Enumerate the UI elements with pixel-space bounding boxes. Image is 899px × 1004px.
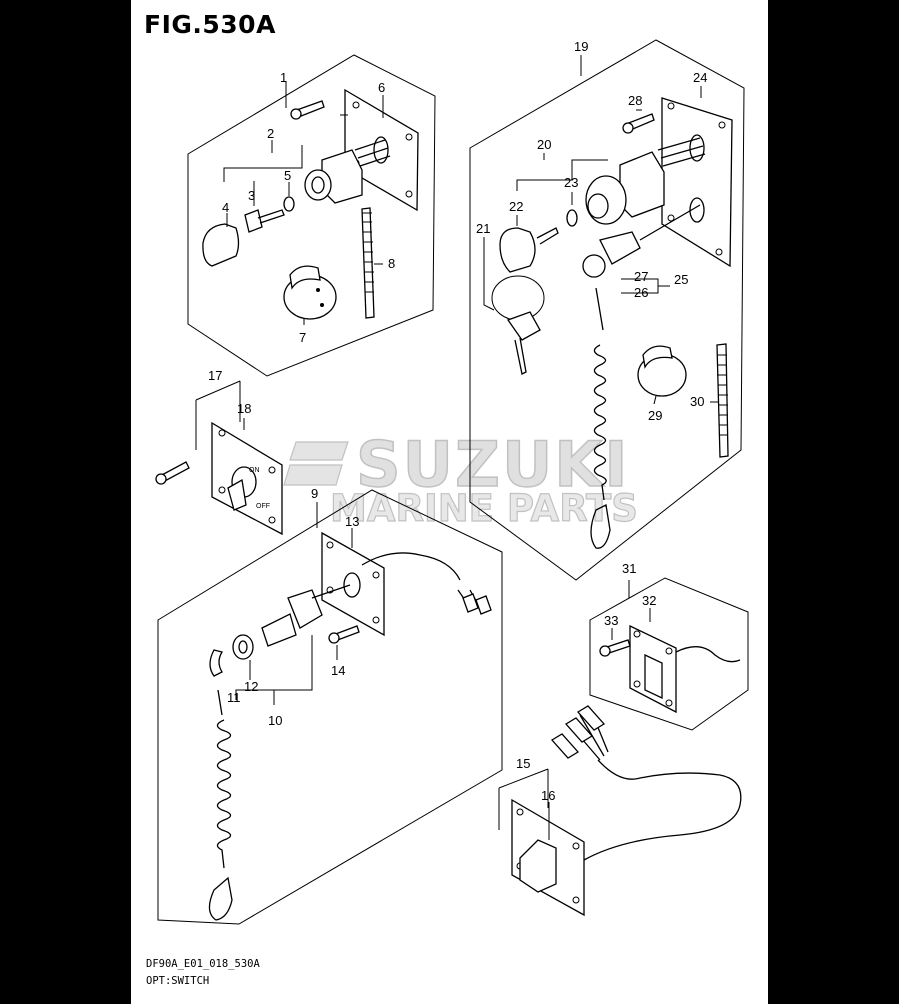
- callout-14: 14: [331, 663, 345, 678]
- switch-on-mark: ON: [249, 467, 260, 474]
- callout-4: 4: [222, 200, 229, 215]
- key-3: [244, 209, 285, 233]
- connector-plugs-f: [550, 705, 606, 759]
- key-cover-4: [202, 223, 240, 267]
- watermark: SUZUKI MARINE PARTS: [283, 427, 639, 531]
- callout-32: 32: [642, 593, 656, 608]
- callout-2: 2: [267, 126, 274, 141]
- group-ignition-switch-set-a: [187, 54, 436, 377]
- watermark-line2: MARINE PARTS: [330, 487, 638, 530]
- ignition-switch-body-b: [619, 151, 665, 218]
- group-ignition-switch-set-b: [469, 39, 745, 581]
- callout-25: 25: [674, 272, 688, 287]
- group-switch-31: [589, 577, 749, 731]
- stop-switch-body-d: [287, 589, 323, 629]
- callout-22: 22: [509, 199, 523, 214]
- callout-33: 33: [604, 613, 618, 628]
- callout-31: 31: [622, 561, 636, 576]
- callout-15: 15: [516, 756, 530, 771]
- group-b-frame: [469, 39, 745, 581]
- mounting-plate-24: [661, 97, 733, 268]
- group-e-frame: [589, 577, 749, 731]
- stop-switch: [599, 231, 641, 265]
- callout-11: 11: [227, 690, 241, 705]
- group-a-frame: [187, 54, 436, 377]
- tie-band-8: [361, 207, 375, 319]
- lanyard-coil-b: [593, 287, 607, 501]
- callout-24: 24: [693, 70, 707, 85]
- nut-5: [283, 196, 295, 212]
- watermark-logo-icon: [283, 441, 349, 486]
- callout-10: 10: [268, 713, 282, 728]
- callout-6: 6: [378, 80, 385, 95]
- key-21: [506, 311, 541, 375]
- callout-12: 12: [244, 679, 258, 694]
- callout-labels: 1 2 3 4 5 6 7 8 9 10 11 12 13 14 15 16 1…: [208, 39, 707, 803]
- callout-27: 27: [634, 269, 648, 284]
- callout-19: 19: [574, 39, 588, 54]
- callout-30: 30: [690, 394, 704, 409]
- callout-5: 5: [284, 168, 291, 183]
- group-stop-switch-9: [157, 489, 503, 925]
- connector-plugs-d: [462, 593, 492, 615]
- clip-11: [209, 649, 224, 677]
- figure-name: OPT:SWITCH: [146, 975, 210, 987]
- callout-17: 17: [208, 368, 222, 383]
- group-switch-17: ON OFF: [155, 380, 283, 536]
- callout-29: 29: [648, 408, 662, 423]
- watermark-line1: SUZUKI: [356, 428, 629, 501]
- callout-7: 7: [299, 330, 306, 345]
- callout-18: 18: [237, 401, 251, 416]
- callout-3: 3: [248, 188, 255, 203]
- callout-8: 8: [388, 256, 395, 271]
- nut-23: [566, 209, 578, 227]
- switch-off-mark: OFF: [256, 503, 270, 510]
- callout-13: 13: [345, 514, 359, 529]
- switch-cap-16: [519, 839, 557, 893]
- rocker-switch-icon: [644, 653, 663, 700]
- callout-28: 28: [628, 93, 642, 108]
- key-cover-22: [499, 227, 536, 273]
- callout-1: 1: [280, 70, 287, 85]
- callout-20: 20: [537, 137, 551, 152]
- callout-16: 16: [541, 788, 555, 803]
- toggle-lever-icon: [227, 478, 247, 511]
- figure-code: DF90A_E01_018_530A: [146, 958, 260, 970]
- callout-23: 23: [564, 175, 578, 190]
- figure-title: FIG.530A: [144, 10, 276, 39]
- callout-26: 26: [634, 285, 648, 300]
- tie-band-30: [716, 343, 729, 458]
- group-switch-15: [498, 705, 742, 917]
- callout-21: 21: [476, 221, 490, 236]
- group-d-frame: [157, 489, 503, 925]
- callout-9: 9: [311, 486, 318, 501]
- lanyard-coil-d: [216, 689, 232, 869]
